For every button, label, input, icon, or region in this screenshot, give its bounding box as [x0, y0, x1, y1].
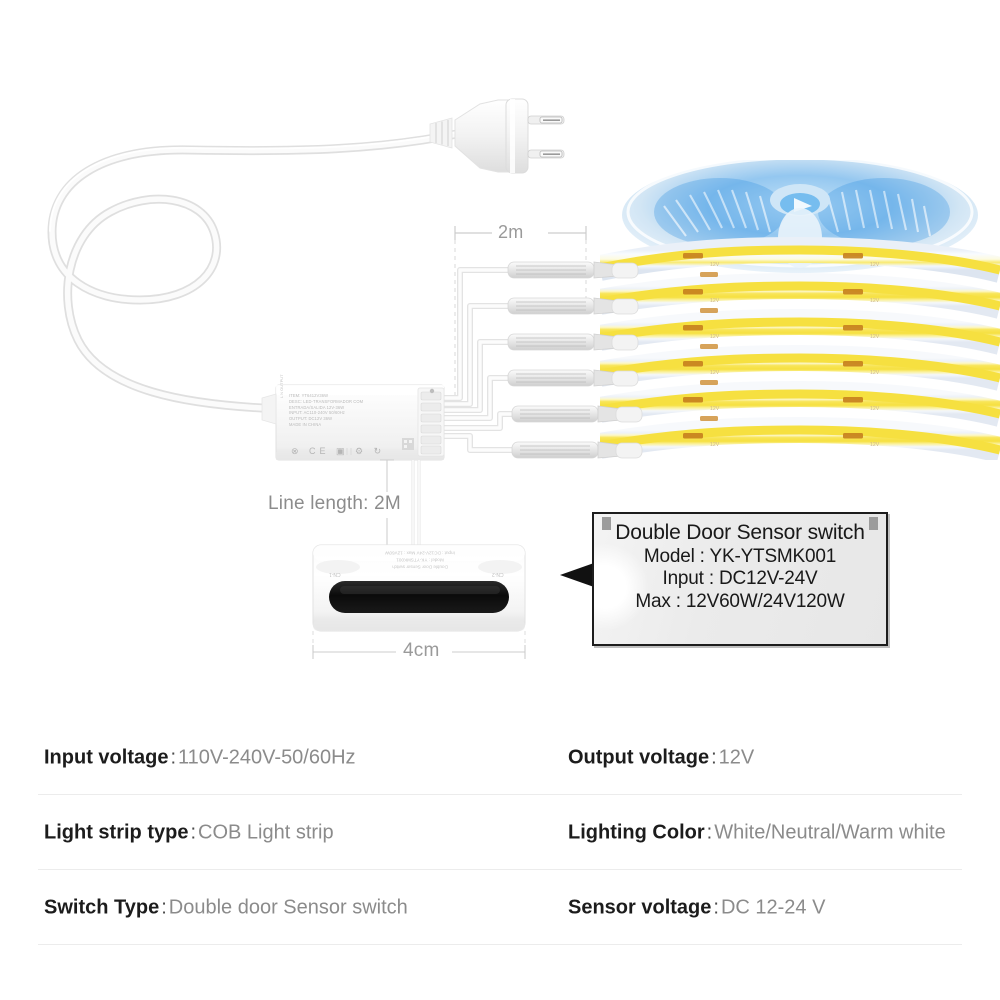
strip-voltage-marking: 12V: [870, 298, 880, 304]
adapter-terminal-block: [417, 387, 445, 457]
strip-voltage-marking: 12V: [870, 406, 880, 412]
spec-key: Switch Type: [44, 896, 160, 918]
strip-voltage-marking: 12V: [710, 262, 720, 268]
spec-row: Switch Type:Double door Sensor switch Se…: [0, 870, 1000, 945]
sensor-label-line: Input : DC12V-24V Max : 12V60W: [385, 550, 455, 556]
callout-title: Double Door Sensor switch: [615, 521, 865, 544]
callout-pointer-icon: [560, 563, 594, 587]
door-sensor-switch: [312, 544, 526, 632]
adapter-label-line: ENTRADA/SALIDA 12V-36W: [289, 404, 345, 410]
adapter-label-text: ITEM: YT6412V36W DESC: LED-TRANSFORMADOR…: [289, 393, 363, 428]
spec-divider: [38, 794, 962, 795]
spec-value: Double door Sensor switch: [168, 896, 408, 918]
adapter-label-line: OUTPUT: DC12V 36W: [289, 416, 333, 422]
callout-input: Input : DC12V-24V: [662, 568, 818, 590]
strip-voltage-marking: 12V: [710, 334, 720, 340]
strip-voltage-marking: 12V: [710, 370, 720, 376]
solder-pads: [683, 253, 863, 439]
mains-cable: [47, 128, 467, 413]
spec-value: 110V-240V-50/60Hz: [178, 746, 356, 768]
callout-max: Max : 12V60W/24V120W: [635, 590, 845, 612]
strip-voltage-marking: 12V: [870, 442, 880, 448]
spec-row: Light strip type:COB Light strip Lightin…: [0, 795, 1000, 870]
adapter-label-line: INPUT: AC110-240V 50/60Hz: [289, 410, 345, 416]
strip-connectors: [507, 261, 643, 459]
certification-icons: ⊗ CE ▣ ⚙ ↻: [291, 446, 386, 456]
output-wire-harness: [439, 261, 643, 459]
spec-key: Output voltage: [568, 746, 710, 768]
spec-cell-input-voltage: Input voltage:110V-240V-50/60Hz: [44, 746, 356, 769]
spec-separator: :: [170, 746, 177, 768]
spec-separator: :: [711, 746, 717, 768]
dimension-label-4cm: 4cm: [403, 640, 440, 661]
led-strip-reel: [600, 160, 1000, 460]
strip-voltage-marking: 12V: [710, 298, 720, 304]
line-length-label: Line length: 2M: [268, 493, 401, 514]
callout-corner-mark: [602, 517, 611, 530]
strip-voltage-marking: 12V: [870, 334, 880, 340]
spec-value: DC 12-24 V: [720, 896, 826, 918]
spec-key: Lighting Color: [568, 821, 705, 843]
wiring-diagram: 2m 4cm Line length: 2M ITEM: YT6412V36W …: [47, 98, 1000, 661]
spec-cell-output-voltage: Output voltage:12V: [568, 746, 754, 769]
spec-key: Sensor voltage: [568, 896, 712, 918]
sensor-port-label-right: CN-2: [492, 571, 504, 577]
spec-value: White/Neutral/Warm white: [714, 821, 946, 843]
spec-divider: [38, 869, 962, 870]
sensor-port-label-left: CN-1: [329, 571, 341, 577]
dimension-label-2m: 2m: [498, 222, 524, 242]
sensor-label-text: Double Door Sensor switch Model : YK-YTS…: [330, 549, 510, 570]
power-plug: [429, 98, 565, 174]
spec-cell-lighting-color: Lighting Color:White/Neutral/Warm white: [568, 821, 946, 844]
spec-value: COB Light strip: [198, 821, 334, 843]
spec-row: Input voltage:110V-240V-50/60Hz Output v…: [0, 720, 1000, 795]
dimension-4cm: [312, 631, 526, 659]
spec-separator: :: [190, 821, 197, 843]
sensor-info-callout: Double Door Sensor switch Model : YK-YTS…: [592, 512, 888, 646]
specification-table: Input voltage:110V-240V-50/60Hz Output v…: [0, 720, 1000, 1000]
spec-value: 12V: [718, 746, 755, 768]
callout-corner-mark: [869, 517, 878, 530]
strip-voltage-marking: 12V: [710, 406, 720, 412]
spec-cell-light-strip-type: Light strip type:COB Light strip: [44, 821, 334, 844]
spec-separator: :: [713, 896, 719, 918]
cob-strip-coils: [600, 236, 1000, 460]
dimension-2m: [454, 226, 587, 400]
adapter-label-line: ITEM: YT6412V36W: [289, 393, 329, 398]
adapter-label-line: MADE IN CHINA: [289, 422, 322, 428]
adapter-terminal-labels: L N OUTPUT: [279, 374, 284, 398]
spec-separator: :: [706, 821, 713, 843]
sensor-wires: [411, 460, 421, 546]
spec-key: Input voltage: [44, 746, 169, 768]
sensor-label-line: Model : YK-YTSMK001: [396, 557, 444, 563]
spec-separator: :: [161, 896, 167, 918]
spec-key: Light strip type: [44, 821, 189, 843]
diagram-canvas: [47, 98, 1000, 659]
power-adapter: [261, 384, 445, 461]
spec-cell-sensor-voltage: Sensor voltage:DC 12-24 V: [568, 896, 825, 919]
spec-divider: [38, 944, 962, 945]
strip-voltage-marking: 12V: [870, 370, 880, 376]
sensor-label-line: Double Door Sensor switch: [392, 564, 448, 570]
strip-voltage-marking: 12V: [870, 262, 880, 268]
spec-cell-switch-type: Switch Type:Double door Sensor switch: [44, 896, 408, 919]
adapter-label-line: DESC: LED-TRANSFORMADOR COM: [289, 398, 364, 404]
strip-voltage-marking: 12V: [710, 442, 720, 448]
callout-model: Model : YK-YTSMK001: [643, 546, 837, 567]
